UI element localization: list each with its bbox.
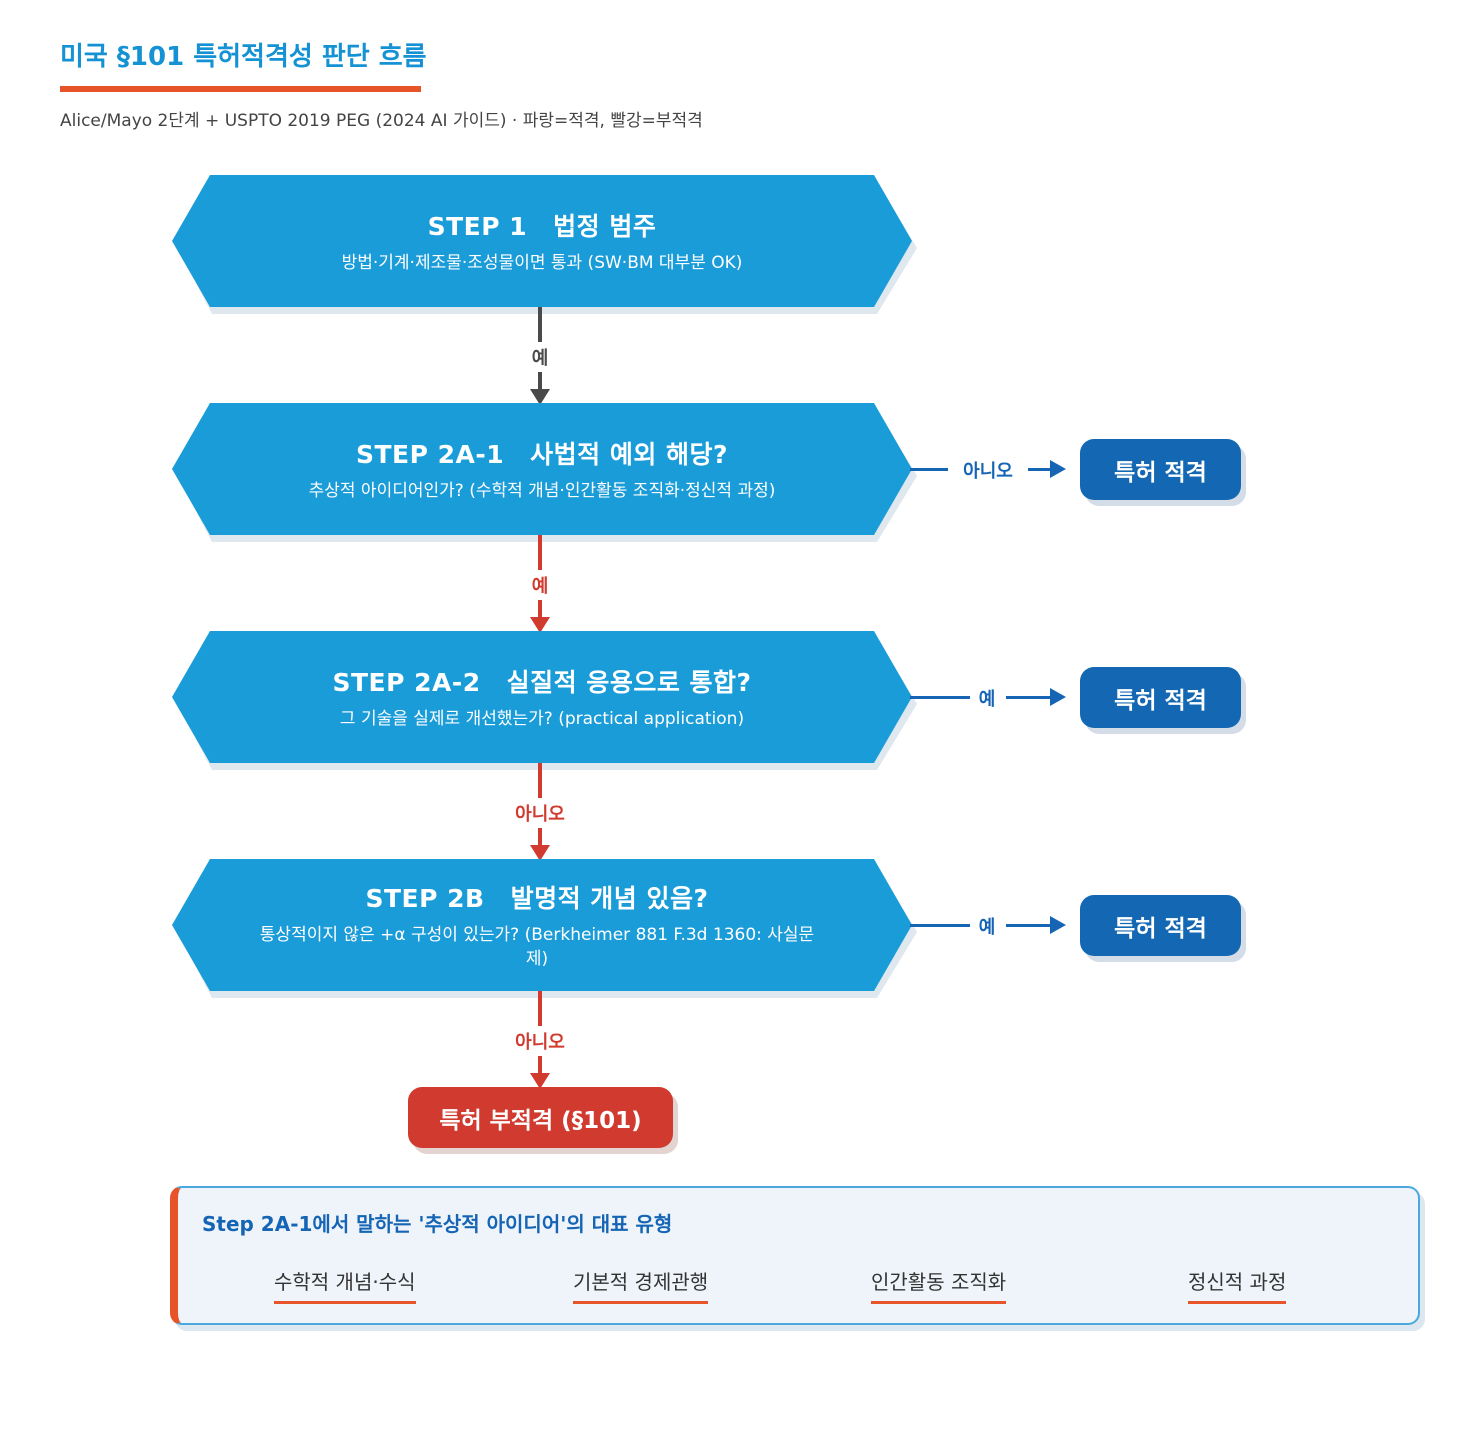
step-2a2-question: 실질적 응용으로 통합? <box>506 668 752 697</box>
step-2a1-hexagon <box>172 403 917 542</box>
step-2a2-hexagon <box>172 631 917 770</box>
step-2a2-node: STEP 2A-2 실질적 응용으로 통합? 그 기술을 실제로 개선했는가? (… <box>172 631 917 770</box>
label-step2b-no: 아니오 <box>500 1026 580 1056</box>
connector-step2a2-right-b <box>1006 696 1052 699</box>
arrowhead-step2a2-down <box>530 845 550 861</box>
step-2a1-label: STEP 2A-1 <box>355 440 505 469</box>
label-step2a2-yes: 예 <box>978 689 996 710</box>
step-1-label: STEP 1 <box>427 212 528 241</box>
abstract-idea-types-title: Step 2A-1에서 말하는 '추상적 아이디어'의 대표 유형 <box>202 1212 673 1236</box>
outcome-ineligible: 특허 부적격 (§101) <box>408 1087 673 1148</box>
step-2b-detail: 통상적이지 않은 +α 구성이 있는가? (Berkheimer 881 F.3… <box>259 925 815 969</box>
abstract-type-mental-process: 정신적 과정 <box>1188 1266 1287 1304</box>
arrowhead-step2b-down <box>530 1073 550 1089</box>
step-2b-hexagon <box>172 859 917 998</box>
outcome-eligible-3: 특허 적격 <box>1080 895 1241 956</box>
arrowhead-step2a1-down <box>530 617 550 633</box>
abstract-type-economic-practice: 기본적 경제관행 <box>573 1266 709 1304</box>
arrowhead-step1-down <box>530 389 550 405</box>
connector-step2a1-right-a <box>910 468 948 471</box>
step-2b-label: STEP 2B <box>365 884 485 913</box>
label-step2b-yes: 예 <box>978 917 996 938</box>
arrowhead-step2a1-right <box>1050 460 1066 478</box>
page-title: 미국 §101 특허적격성 판단 흐름 <box>60 42 427 72</box>
outcome-eligible-1: 특허 적격 <box>1080 439 1241 500</box>
connector-step2a2-right-a <box>910 696 970 699</box>
step-2a2-detail: 그 기술을 실제로 개선했는가? (practical application) <box>339 709 745 729</box>
step-1-detail: 방법·기계·제조물·조성물이면 통과 (SW·BM 대부분 OK) <box>341 253 743 273</box>
label-step2a2-no: 아니오 <box>500 798 580 828</box>
step-2b-node: STEP 2B 발명적 개념 있음? 통상적이지 않은 +α 구성이 있는가? (… <box>172 859 917 998</box>
arrowhead-step2a2-right <box>1050 688 1066 706</box>
step-2a1-node: STEP 2A-1 사법적 예외 해당? 추상적 아이디어인가? (수학적 개념·… <box>172 403 917 542</box>
abstract-type-human-activity: 인간활동 조직화 <box>871 1266 1007 1304</box>
step-1-question: 법정 범주 <box>553 212 657 241</box>
page-subtitle: Alice/Mayo 2단계 + USPTO 2019 PEG (2024 AI… <box>60 111 703 131</box>
arrowhead-step2b-right <box>1050 916 1066 934</box>
connector-step2b-right-a <box>910 924 970 927</box>
connector-step2a1-right-b <box>1028 468 1052 471</box>
label-step1-yes: 예 <box>520 342 560 372</box>
step-1-hexagon <box>172 175 917 314</box>
connector-step2b-right-b <box>1006 924 1052 927</box>
title-underline <box>60 86 421 92</box>
step-1-node: STEP 1 법정 범주 방법·기계·제조물·조성물이면 통과 (SW·BM 대부… <box>172 175 917 314</box>
step-2a1-detail: 추상적 아이디어인가? (수학적 개념·인간활동 조직화·정신적 과정) <box>308 481 776 501</box>
step-2a2-label: STEP 2A-2 <box>332 668 481 697</box>
step-2a1-question: 사법적 예외 해당? <box>530 440 729 469</box>
abstract-type-math: 수학적 개념·수식 <box>274 1266 416 1304</box>
step-2b-question: 발명적 개념 있음? <box>510 884 709 913</box>
label-step2a1-no: 아니오 <box>963 461 1013 482</box>
label-step2a1-yes: 예 <box>520 570 560 600</box>
abstract-idea-types-box: Step 2A-1에서 말하는 '추상적 아이디어'의 대표 유형 수학적 개념… <box>170 1186 1420 1325</box>
outcome-eligible-2: 특허 적격 <box>1080 667 1241 728</box>
